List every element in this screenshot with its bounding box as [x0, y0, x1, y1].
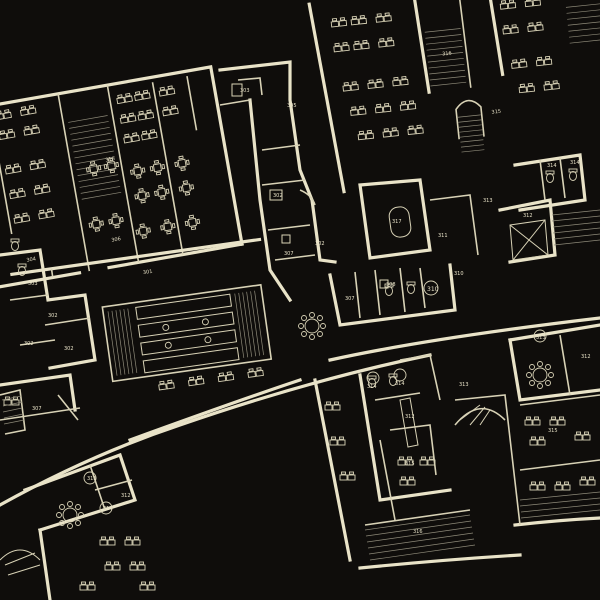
room-label-303: 303: [240, 88, 250, 94]
room-label-312: 312: [523, 213, 533, 219]
room-label-314-sw-b: 314: [103, 506, 113, 512]
east-cluster: 313 312 314 314: [483, 153, 600, 264]
room-label-302-a: 302: [48, 313, 58, 319]
north-west-wing: 306 316 304: [0, 65, 244, 293]
stair-west: [0, 389, 26, 435]
room-label-308: 308: [386, 282, 396, 288]
room-label-311: 311: [438, 233, 448, 239]
south-east-wing: 313 312 315: [508, 323, 600, 519]
central-block: 307 308 310 317 311 310: [328, 178, 479, 327]
room-label-312-s: 312: [405, 414, 415, 420]
room-label-305: 305: [287, 103, 297, 109]
room-label-314-b: 314: [570, 160, 580, 166]
south-center-wing: 314 314 312 313 315 316: [313, 354, 521, 562]
room-label-306: 306: [111, 236, 121, 244]
room-label-315-se: 315: [548, 428, 558, 434]
curved-corridor: [0, 316, 600, 570]
room-label-310: 310: [454, 271, 464, 277]
room-label-313-s: 313: [459, 382, 469, 388]
room-label-312-se: 312: [581, 354, 591, 360]
room-label-304: 304: [26, 256, 36, 264]
room-label-310-badge: 310: [427, 286, 439, 293]
room-label-314-sw-a: 313: [87, 476, 97, 482]
room-label-315-north: 315: [491, 109, 501, 116]
hall-301: 301: [10, 237, 273, 391]
room-label-316-west: 316: [105, 156, 115, 164]
room-label-316-north: 316: [442, 51, 452, 58]
room-label-316-s: 316: [413, 529, 423, 535]
room-label-314-se: 313: [536, 335, 546, 341]
room-label-313: 313: [483, 198, 493, 204]
south-west-wing: 313 314 312: [0, 452, 156, 600]
west-rooms: 303 302 302 302 307: [0, 238, 97, 421]
room-label-301: 301: [143, 269, 153, 276]
room-label-302-b: 302: [64, 346, 74, 352]
room-label-307-west: 307: [32, 406, 42, 412]
room-label-314-a: 314: [547, 163, 557, 169]
room-label-303-west: 303: [28, 281, 38, 287]
service-core: 303 305 302 307 302: [218, 60, 337, 340]
room-label-317: 317: [392, 219, 402, 225]
room-label-302-core: 302: [273, 193, 283, 199]
room-label-312-sw: 312: [121, 493, 131, 499]
room-label-307: 307: [345, 296, 355, 302]
room-label-315-s: 315: [405, 461, 415, 467]
room-label-302-east: 302: [315, 241, 325, 247]
room-label-302-c: 302: [24, 341, 34, 347]
room-label-314-s-b: 314: [395, 381, 405, 387]
room-label-314-s-a: 314: [367, 384, 377, 390]
north-east-wing: 316 315: [307, 0, 600, 194]
room-label-302-lower: 307: [284, 251, 294, 257]
